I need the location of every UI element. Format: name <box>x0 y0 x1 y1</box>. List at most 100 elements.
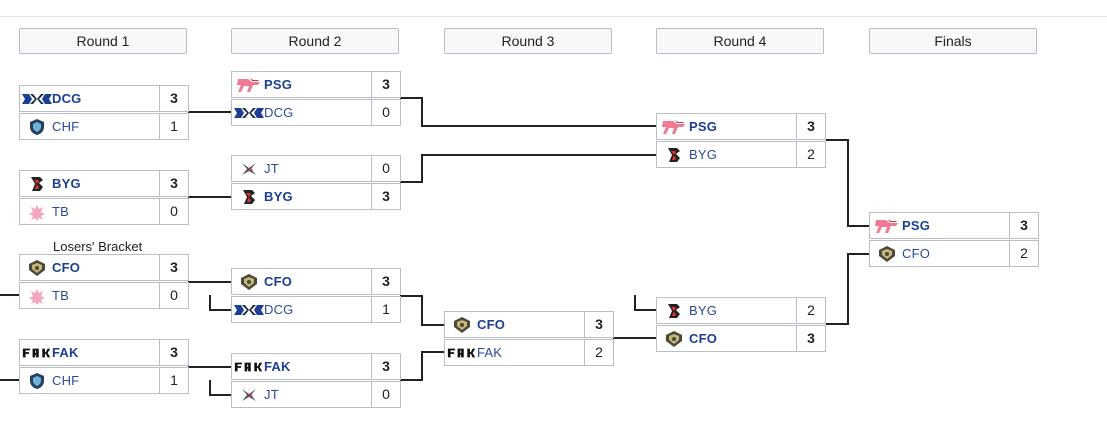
team-name[interactable]: CFO <box>477 317 506 332</box>
team-row[interactable]: FAK 3 <box>231 353 401 380</box>
round-header-2: Round 2 <box>231 28 399 54</box>
team-row[interactable]: DCG 3 <box>19 85 189 112</box>
team-score: 0 <box>371 100 400 125</box>
team-score: 3 <box>796 114 825 139</box>
team-name[interactable]: BYG <box>264 189 293 204</box>
team-row[interactable]: BYG 3 <box>19 170 189 197</box>
team-name[interactable]: PSG <box>902 218 931 233</box>
byg-logo-icon <box>659 298 689 323</box>
team-score: 1 <box>159 368 188 393</box>
team-name[interactable]: DCG <box>264 105 294 120</box>
team-name[interactable]: JT <box>264 161 279 176</box>
team-row[interactable]: CHF 1 <box>19 367 189 394</box>
tb-logo-icon <box>22 283 52 308</box>
team-name[interactable]: FAK <box>52 345 79 360</box>
team-row[interactable]: BYG 2 <box>656 297 826 324</box>
team-score: 2 <box>796 142 825 167</box>
tb-logo-icon <box>22 199 52 224</box>
team-score: 3 <box>796 326 825 351</box>
psg-logo-icon <box>234 72 264 97</box>
team-score: 3 <box>371 354 400 379</box>
team-row[interactable]: CFO 3 <box>231 268 401 295</box>
team-score: 1 <box>159 114 188 139</box>
team-row[interactable]: PSG 3 <box>231 71 401 98</box>
team-name[interactable]: FAK <box>264 359 291 374</box>
team-score: 3 <box>371 72 400 97</box>
dcg-logo-icon <box>22 86 52 111</box>
fak-logo-icon <box>234 354 264 379</box>
byg-logo-icon <box>659 142 689 167</box>
team-row[interactable]: DCG 0 <box>231 99 401 126</box>
team-row[interactable]: FAK 2 <box>444 339 614 366</box>
team-name[interactable]: DCG <box>264 302 294 317</box>
round-header-1: Round 1 <box>19 28 187 54</box>
team-name[interactable]: CFO <box>52 260 81 275</box>
team-name[interactable]: JT <box>264 387 279 402</box>
team-row[interactable]: TB 0 <box>19 282 189 309</box>
team-row[interactable]: DCG 1 <box>231 296 401 323</box>
dcg-logo-icon <box>234 100 264 125</box>
cfo-logo-icon <box>234 269 264 294</box>
team-score: 0 <box>159 283 188 308</box>
team-name[interactable]: TB <box>52 288 70 303</box>
team-name[interactable]: CFO <box>264 274 293 289</box>
team-name[interactable]: BYG <box>52 176 81 191</box>
team-row[interactable]: CHF 1 <box>19 113 189 140</box>
team-name[interactable]: BYG <box>689 147 718 162</box>
team-score: 2 <box>796 298 825 323</box>
round-header-3: Round 3 <box>444 28 612 54</box>
team-name[interactable]: TB <box>52 204 70 219</box>
team-score: 0 <box>371 382 400 407</box>
team-score: 0 <box>371 156 400 181</box>
team-row[interactable]: TB 0 <box>19 198 189 225</box>
team-row[interactable]: PSG 3 <box>656 113 826 140</box>
team-name[interactable]: BYG <box>689 303 718 318</box>
team-score: 3 <box>159 340 188 365</box>
fak-logo-icon <box>22 340 52 365</box>
dcg-logo-icon <box>234 297 264 322</box>
team-name[interactable]: FAK <box>477 345 503 360</box>
cfo-logo-icon <box>659 326 689 351</box>
team-row[interactable]: FAK 3 <box>19 339 189 366</box>
team-name[interactable]: PSG <box>689 119 718 134</box>
team-row[interactable]: JT 0 <box>231 381 401 408</box>
team-score: 0 <box>159 199 188 224</box>
team-row[interactable]: CFO 3 <box>656 325 826 352</box>
team-score: 2 <box>584 340 613 365</box>
team-score: 3 <box>159 171 188 196</box>
team-name[interactable]: CFO <box>689 331 718 346</box>
cfo-logo-icon <box>22 255 52 280</box>
team-name[interactable]: PSG <box>264 77 293 92</box>
top-divider <box>0 16 1107 17</box>
team-score: 3 <box>159 86 188 111</box>
round-header-4: Round 4 <box>656 28 824 54</box>
team-row[interactable]: BYG 2 <box>656 141 826 168</box>
team-name[interactable]: CFO <box>902 246 931 261</box>
team-score: 3 <box>371 269 400 294</box>
team-name[interactable]: CHF <box>52 119 80 134</box>
team-name[interactable]: DCG <box>52 91 82 106</box>
round-header-finals: Finals <box>869 28 1037 54</box>
jt-logo-icon <box>234 156 264 181</box>
team-name[interactable]: CHF <box>52 373 80 388</box>
team-score: 1 <box>371 297 400 322</box>
team-row[interactable]: JT 0 <box>231 155 401 182</box>
